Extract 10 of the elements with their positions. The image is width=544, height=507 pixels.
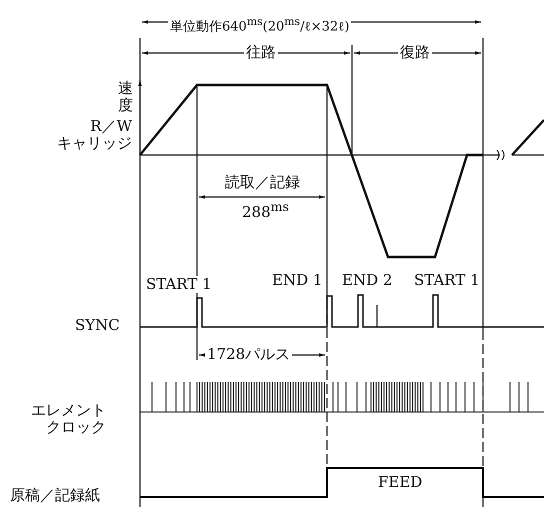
dimension-label: 1728パルス (205, 346, 292, 363)
dimension-label: 往路 (244, 44, 278, 61)
dimension-label: 読取／記録 (225, 174, 300, 191)
signal-label: R／W キャリッジ (56, 118, 132, 152)
signal-label: SYNC (75, 317, 120, 334)
axis-label: 速度 (118, 80, 134, 114)
signal-label: エレメントクロック (30, 402, 106, 436)
dimension-label: 復路 (398, 44, 432, 61)
signal-label: 原稿／記録紙 (10, 487, 100, 504)
signal-label: FEED (378, 474, 422, 491)
